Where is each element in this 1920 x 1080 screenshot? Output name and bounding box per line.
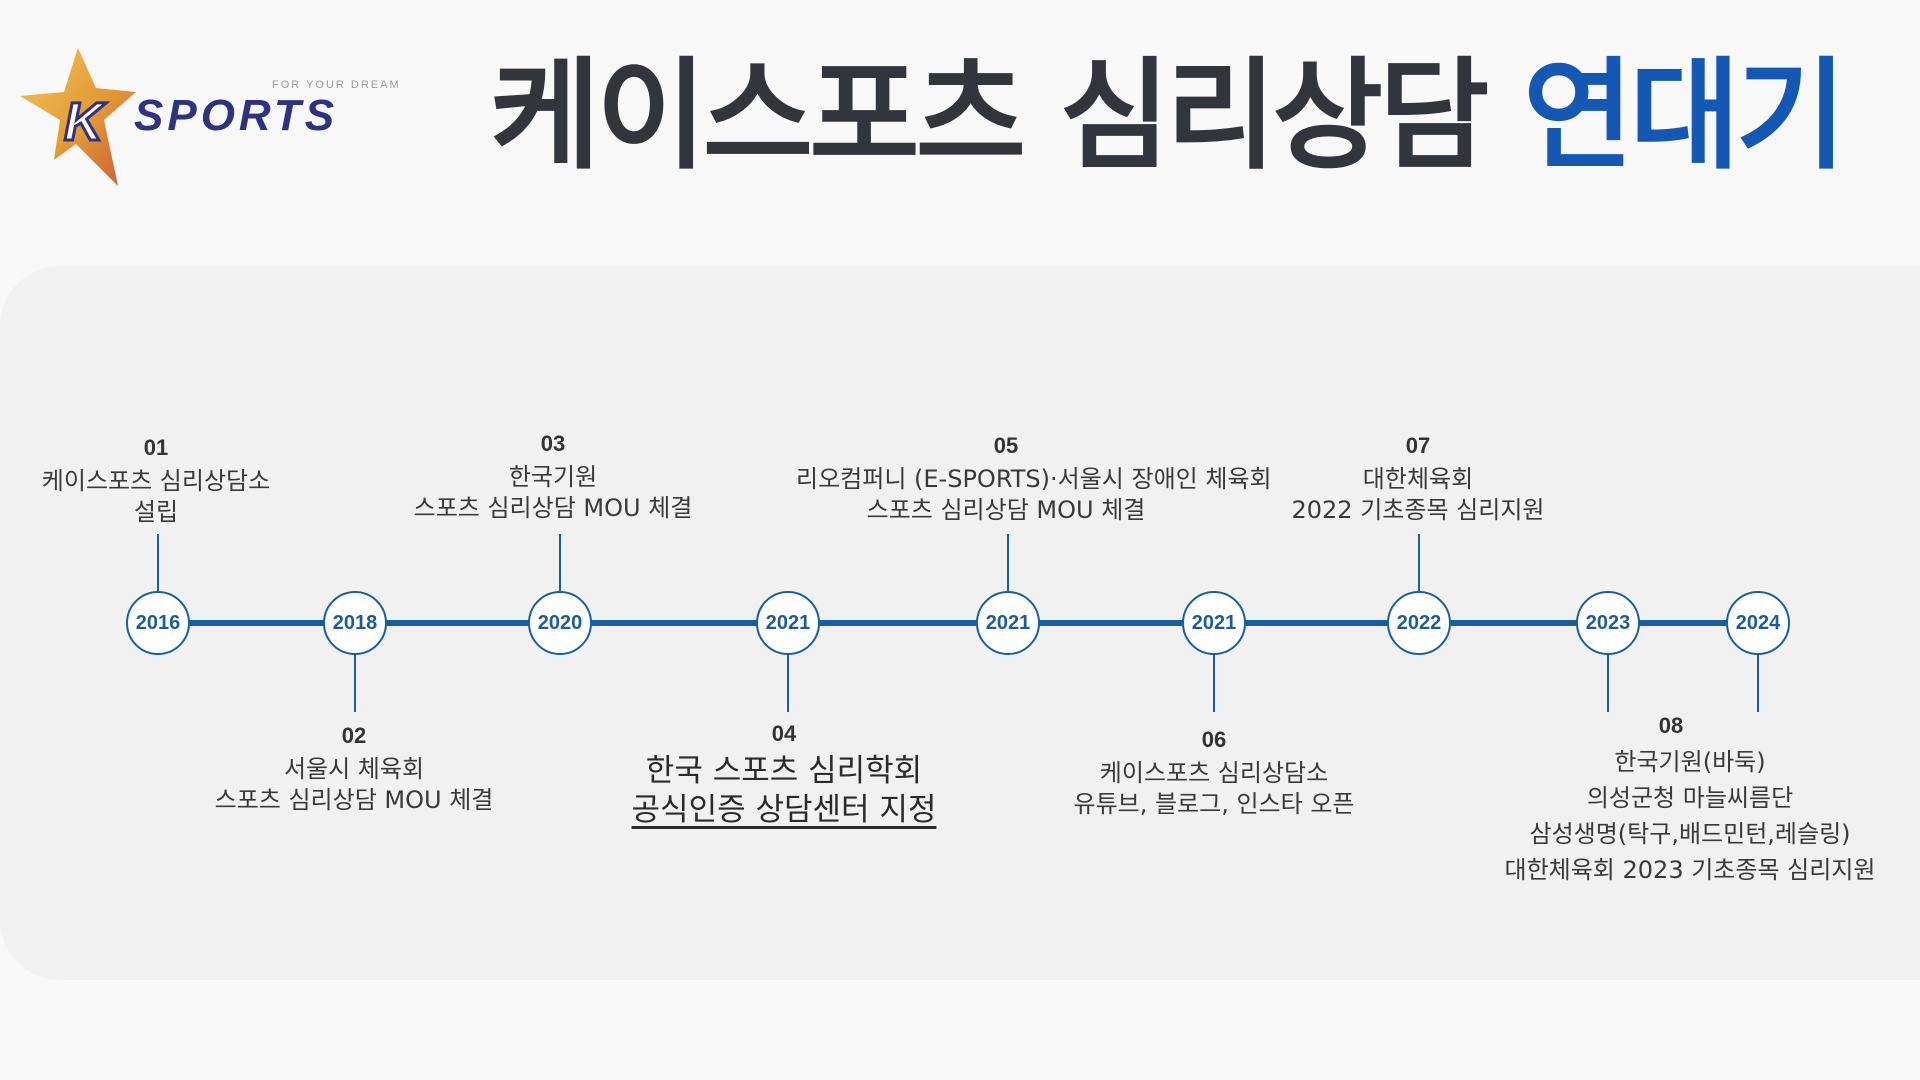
milestone-line: 서울시 체육회 [283, 755, 425, 783]
star-icon [20, 48, 136, 186]
milestone-line: 스포츠 심리상담 MOU 체결 [413, 494, 693, 522]
year-node-2024: 2024 [1726, 591, 1790, 655]
connector-05 [1007, 534, 1009, 592]
page-title: 케이스포츠 심리상담 연대기 [490, 42, 1846, 192]
milestone-line: 한국기원(바둑) [1614, 748, 1766, 776]
milestone-line: 삼성생명(탁구,배드민턴,레슬링) [1529, 820, 1851, 848]
milestone-01: 01 케이스포츠 심리상담소 설립 [0, 434, 366, 528]
year-label: 2022 [1396, 611, 1442, 634]
logo-k-letter: K [64, 92, 107, 152]
milestone-number: 07 [1405, 433, 1431, 458]
year-node-2022: 2022 [1387, 591, 1451, 655]
milestone-line: 대한체육회 [1362, 465, 1474, 493]
connector-02 [354, 654, 356, 712]
year-label: 2018 [332, 611, 378, 634]
milestone-line: 스포츠 심리상담 MOU 체결 [214, 786, 494, 814]
connector-08 [1607, 654, 1609, 712]
year-node-2023: 2023 [1576, 591, 1640, 655]
title-accent: 연대기 [1523, 47, 1846, 186]
ksports-logo: K FOR YOUR DREAM SPORTS [20, 48, 420, 198]
logo-tagline: FOR YOUR DREAM [272, 79, 401, 91]
year-label: 2023 [1585, 611, 1631, 634]
milestone-line: 한국 스포츠 심리학회 [645, 753, 923, 789]
milestone-02: 02 서울시 체육회 스포츠 심리상담 MOU 체결 [144, 722, 564, 816]
milestone-number: 04 [771, 721, 797, 746]
connector-01 [157, 534, 159, 592]
connector-04 [787, 654, 789, 712]
milestone-line: 2022 기초종목 심리지원 [1291, 496, 1545, 524]
milestone-line: 케이스포츠 심리상담소 [1099, 759, 1329, 787]
year-node-2018: 2018 [323, 591, 387, 655]
milestone-line-underlined: 공식인증 상담센터 지정 [631, 792, 937, 828]
milestone-number: 06 [1201, 727, 1227, 752]
milestone-line: 스포츠 심리상담 MOU 체결 [866, 496, 1146, 524]
milestone-number: 05 [993, 433, 1019, 458]
milestone-line: 의성군청 마늘씨름단 [1586, 784, 1794, 812]
year-node-2020: 2020 [528, 591, 592, 655]
milestone-07: 07 대한체육회 2022 기초종목 심리지원 [1208, 432, 1628, 526]
milestone-line: 유튜브, 블로그, 인스타 오픈 [1073, 790, 1355, 818]
timeline-line [160, 620, 1760, 626]
milestone-08: 08 한국기원(바둑) 의성군청 마늘씨름단 삼성생명(탁구,배드민턴,레슬링)… [1480, 712, 1900, 888]
milestone-line: 대한체육회 2023 기초종목 심리지원 [1504, 856, 1876, 884]
milestone-line: 설립 [133, 498, 179, 526]
year-node-2021-a: 2021 [756, 591, 820, 655]
year-label: 2021 [765, 611, 811, 634]
milestone-number: 01 [143, 435, 169, 460]
year-label: 2021 [985, 611, 1031, 634]
year-node-2016: 2016 [126, 591, 190, 655]
year-label: 2021 [1191, 611, 1237, 634]
milestone-line: 케이스포츠 심리상담소 [41, 467, 271, 495]
milestone-line: 한국기원 [508, 463, 598, 491]
milestone-number: 08 [1658, 713, 1684, 738]
milestone-04: 04 한국 스포츠 심리학회 공식인증 상담센터 지정 [574, 720, 994, 830]
year-label: 2024 [1735, 611, 1781, 634]
connector-06 [1213, 654, 1215, 712]
logo-wordmark: SPORTS [134, 91, 338, 140]
title-main: 케이스포츠 심리상담 [490, 47, 1489, 186]
milestone-line: 리오컴퍼니 (E-SPORTS)·서울시 장애인 체육회 [796, 465, 1272, 493]
connector-07 [1418, 534, 1420, 592]
milestone-05: 05 리오컴퍼니 (E-SPORTS)·서울시 장애인 체육회 스포츠 심리상담… [796, 432, 1272, 526]
year-label: 2016 [135, 611, 181, 634]
milestone-06: 06 케이스포츠 심리상담소 유튜브, 블로그, 인스타 오픈 [1004, 726, 1424, 820]
connector-03 [559, 534, 561, 592]
year-node-2021-b: 2021 [976, 591, 1040, 655]
milestone-number: 03 [540, 431, 566, 456]
year-node-2021-c: 2021 [1182, 591, 1246, 655]
milestone-number: 02 [341, 723, 367, 748]
milestone-03: 03 한국기원 스포츠 심리상담 MOU 체결 [343, 430, 763, 524]
year-label: 2020 [537, 611, 583, 634]
connector-09 [1757, 654, 1759, 712]
